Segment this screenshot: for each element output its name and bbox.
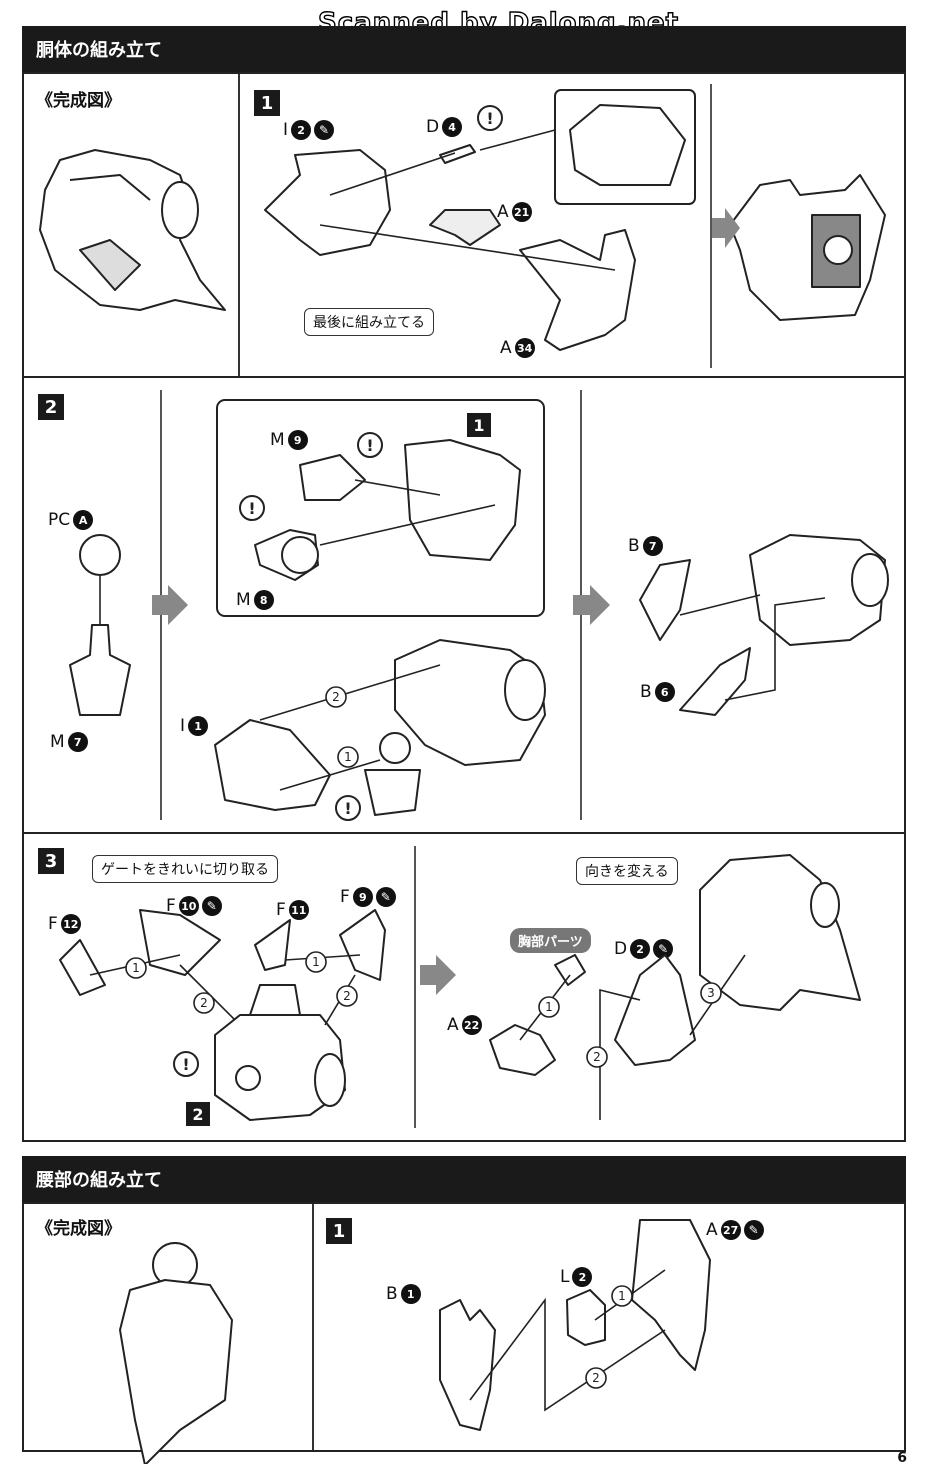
divider	[312, 1204, 314, 1450]
turn-note: 向きを変える	[576, 857, 678, 885]
torso-section-header: 胴体の組み立て	[22, 26, 906, 72]
torso-step3-row	[22, 832, 906, 1142]
step-number: 3	[38, 848, 64, 874]
step-number: 1	[254, 90, 280, 116]
cement-icon: ✎	[375, 887, 396, 907]
cement-icon: ✎	[653, 939, 674, 959]
torso-step2-row	[22, 376, 906, 834]
divider	[580, 390, 582, 820]
complete-view-label: 《完成図》	[36, 1219, 121, 1239]
divider	[238, 74, 240, 376]
cement-icon: ✎	[743, 1220, 764, 1240]
assemble-last-note: 最後に組み立てる	[304, 308, 434, 336]
divider	[414, 846, 416, 1128]
complete-view-label: 《完成図》	[36, 91, 121, 111]
cement-icon: ✎	[314, 120, 335, 140]
gate-note: ゲートをきれいに切り取る	[92, 855, 278, 883]
divider	[160, 390, 162, 820]
cement-icon: ✎	[201, 896, 222, 916]
sub-step-ref: 2	[186, 1102, 210, 1126]
step-number: 1	[326, 1218, 352, 1244]
divider	[710, 84, 712, 368]
page-number: 6	[897, 1450, 907, 1466]
step-number: 2	[38, 394, 64, 420]
waist-step1-row	[22, 1202, 906, 1452]
chest-parts-label: 胸部パーツ	[510, 928, 591, 953]
waist-section-header: 腰部の組み立て	[22, 1156, 906, 1202]
torso-step1-row	[22, 72, 906, 378]
sub-step-ref: 1	[467, 413, 491, 437]
